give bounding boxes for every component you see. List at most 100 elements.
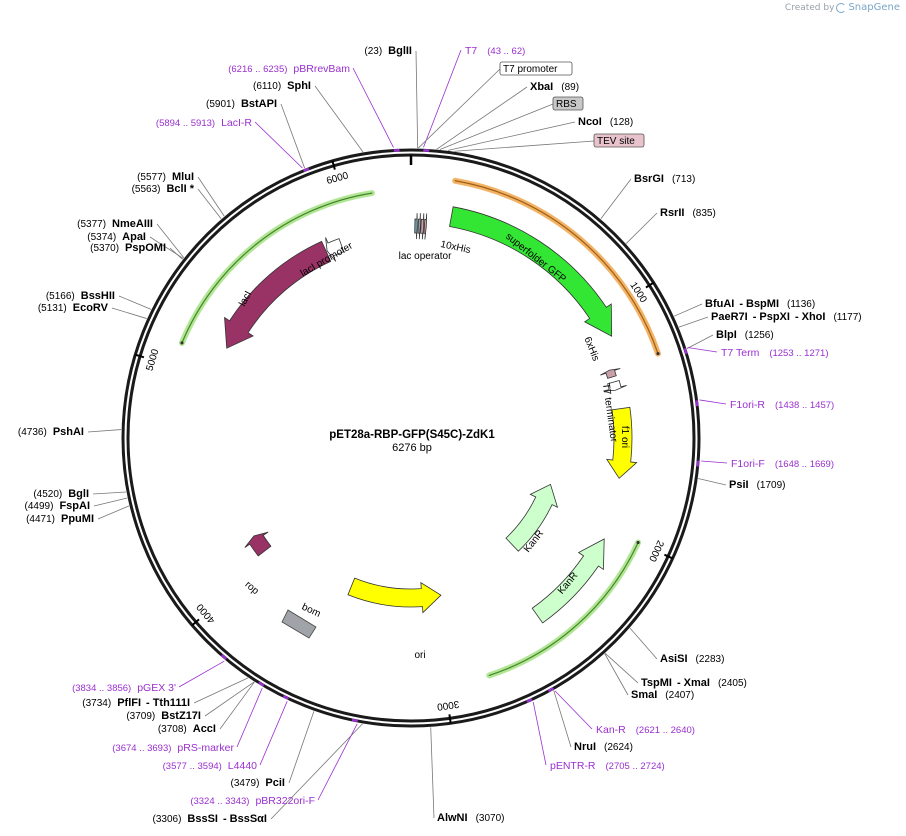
primer-leader-prs-marker: [236, 687, 263, 748]
orf-arcs: [178, 177, 661, 679]
tick-label-4000: 4000: [195, 601, 218, 625]
leader-asisi: [629, 627, 658, 660]
label-f1-ori: f1 ori: [619, 426, 630, 448]
site-bglii: (23)BglII: [364, 45, 412, 57]
primer-t7-term: T7 Term(1253 .. 1271): [721, 347, 828, 359]
tick-label-6000: 6000: [325, 170, 350, 187]
label-ori: ori: [414, 650, 425, 661]
leader-pcii: [288, 711, 315, 784]
orf-superfolder-gfp-core: [454, 180, 659, 355]
site-smai: SmaI(2407): [631, 689, 694, 701]
tick-3000: [448, 714, 452, 724]
leader-alwni: [430, 727, 435, 819]
primer-leader-kan-r: [554, 690, 593, 730]
site-fspai: (4499)FspAI: [25, 500, 90, 512]
primer-leader-pbrrevbam: [352, 67, 394, 148]
site-ecorv: (5131)EcoRV: [38, 302, 109, 314]
primer-mark-f1ori-f: [696, 460, 700, 467]
leader-lines: [87, 49, 728, 820]
tick-6000: [331, 160, 336, 170]
label-rop: rop: [243, 579, 261, 597]
site-bsshii: (5166)BssHII: [46, 290, 115, 302]
primer-pentr-r: pENTR-R(2705 .. 2724): [550, 760, 665, 772]
leader-pspomi: [169, 247, 183, 260]
primer-mark-pgex-3: [220, 654, 227, 660]
leader-bstz17i: [204, 681, 255, 717]
tick-label-2000: 2000: [646, 538, 665, 563]
credit-prefix: Created by: [784, 2, 835, 13]
site-tspmi-xmai: TspMI-XmaI(2405): [641, 677, 747, 689]
primer-leader-laci-r: [254, 121, 303, 169]
feature-laci-promoter: [325, 237, 345, 262]
credit-brand: SnapGene: [848, 2, 900, 13]
orf-laci-core: [181, 192, 373, 344]
feature-rop: [244, 531, 272, 557]
leader-xbai: [436, 86, 528, 150]
primer-leader-f1ori-r: [699, 399, 727, 405]
site-bstapi: (5901)BstAPI: [206, 98, 277, 110]
feature-small-1: [417, 213, 421, 240]
feature-t7-terminator: [603, 380, 627, 392]
leader-acci: [219, 681, 255, 730]
leader-bsssi: [270, 723, 363, 820]
primer-l4440: (3577 .. 3594)L4440: [163, 760, 258, 772]
box-label-rbs: RBS: [556, 99, 577, 110]
leader-rsrii: [625, 212, 658, 244]
box-leader-rbs: [439, 103, 554, 150]
orf-superfolder-gfp-core-end: [656, 352, 660, 356]
site-nrui: NruI(2624): [574, 741, 633, 753]
site-asisi: AsiSI(2283): [660, 653, 724, 665]
site-acci: (3708)AccI: [158, 723, 216, 735]
leader-bsshii: [118, 295, 152, 310]
primer-leader-pentr-r: [532, 702, 547, 766]
site-rsrii: RsrII(835): [660, 207, 716, 219]
leader-bfuai: [674, 303, 703, 317]
leader-sphi: [314, 85, 364, 153]
site-pcii: (3479)PciI: [231, 777, 285, 789]
site-xbai: XbaI(89): [530, 81, 579, 93]
box-leader-tev-site: [454, 140, 595, 152]
site-mlui: (5577)MluI: [137, 171, 194, 183]
primer-leader-l4440: [259, 701, 288, 766]
leader-pshai: [87, 429, 122, 433]
primer-leader-pbr322ori-f: [317, 723, 358, 801]
primer-f1ori-r: F1ori-R(1438 .. 1457): [730, 399, 834, 411]
plasmid-name: pET28a-RBP-GFP(S45C)-ZdK1: [329, 429, 495, 441]
primer-mark-f1ori-r: [695, 400, 699, 407]
leader-bstapi: [280, 103, 306, 169]
tick-label-5000: 5000: [145, 347, 162, 372]
primer-mark-kan-r: [547, 687, 555, 693]
leader-pflfi: [193, 677, 249, 704]
site-nmeaiii: (5377)NmeAIII: [77, 218, 153, 230]
feature-kanr-2: [531, 538, 605, 624]
feature-6xhis: [600, 368, 621, 379]
site-bfuai-bspmi: BfuAI-BspMI(1136): [705, 298, 815, 310]
orf-kanr-core-end: [636, 541, 640, 545]
backbone-outer-strand: [121, 148, 701, 728]
leader-smai: [604, 653, 629, 696]
primer-prs-marker: (3674 .. 3693)pRS-marker: [112, 742, 234, 754]
site-paer7i-pspxi: PaeR7I-PspXI-XhoI(1177): [711, 311, 862, 323]
orf-laci-core-end: [180, 341, 184, 345]
orf-kanr-core: [488, 541, 639, 677]
leader-paer7i: [678, 316, 709, 328]
site-ppumi: (4471)PpuMI: [26, 513, 94, 525]
box-label-tev-site: TEV site: [597, 136, 635, 147]
feature-small-2: [420, 213, 425, 240]
primer-mark-laci-r: [303, 167, 310, 172]
primer-laci-r: (5894 .. 5913)LacI-R: [156, 117, 252, 129]
primer-mark-pentr-r: [526, 698, 533, 703]
leader-tspmi: [604, 653, 639, 684]
primer-mark-t7-term: [683, 348, 688, 355]
primer-mark-l4440: [282, 694, 290, 700]
feature-ori: [347, 577, 442, 614]
site-pshai: (4736)PshAI: [18, 426, 84, 438]
site-bgli: (4520)BglI: [33, 488, 89, 500]
leader-mlui: [197, 176, 225, 217]
site-apai: (5374)ApaI: [87, 231, 146, 243]
leader-ppumi: [97, 505, 130, 520]
leader-blpi: [686, 334, 714, 349]
site-blpi: BlpI(1256): [716, 329, 774, 341]
